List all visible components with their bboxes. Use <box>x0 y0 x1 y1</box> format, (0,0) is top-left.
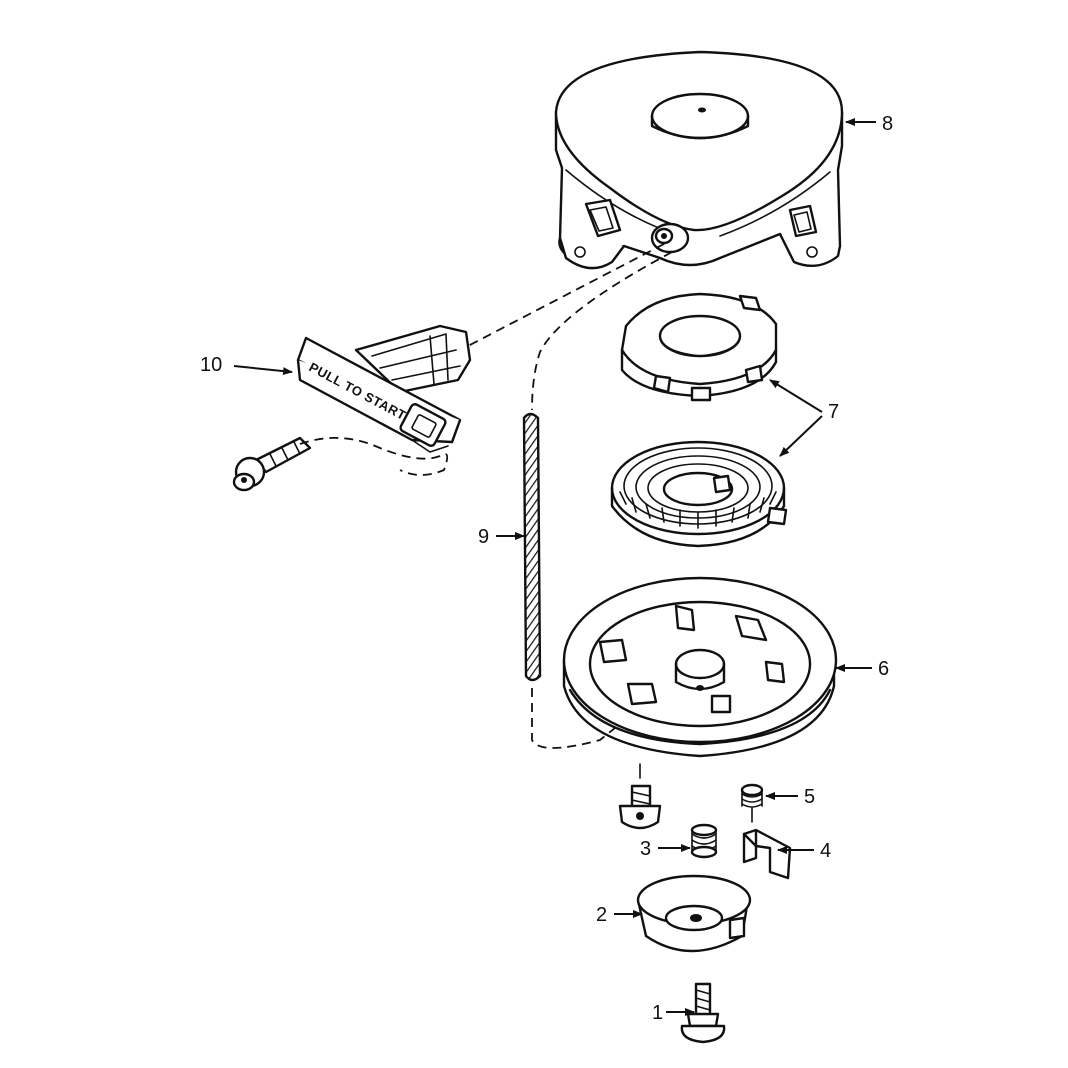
callout-6: 6 <box>835 658 889 680</box>
starter-rope <box>522 412 542 682</box>
callout-label-3: 3 <box>640 838 651 860</box>
starter-housing <box>554 50 844 270</box>
callout-10: 10 <box>200 354 293 376</box>
callout-label-8: 8 <box>882 113 893 135</box>
callout-4: 4 <box>777 840 831 862</box>
callout-label-9: 9 <box>478 526 489 548</box>
pulley-screw <box>680 982 726 1044</box>
spring-and-plate <box>610 292 788 548</box>
callout-label-5: 5 <box>804 786 815 808</box>
callout-label-4: 4 <box>820 840 831 862</box>
callout-1: 1 <box>652 1002 695 1024</box>
callout-2: 2 <box>596 904 643 926</box>
callout-5: 5 <box>765 786 815 808</box>
rope-pulley <box>562 576 838 758</box>
callout-label-2: 2 <box>596 904 607 926</box>
starter-handle: PULL TO START <box>232 324 472 492</box>
pawl-retainer <box>636 874 752 953</box>
callout-label-7: 7 <box>828 401 839 423</box>
pawl-retainer-screw <box>618 763 662 830</box>
callout-8: 8 <box>845 113 893 135</box>
rope-route-lines <box>299 243 673 749</box>
callout-label-1: 1 <box>652 1002 663 1024</box>
callout-3: 3 <box>640 838 691 860</box>
callout-9: 9 <box>478 526 525 548</box>
pawl <box>742 828 792 880</box>
callout-7: 7 <box>769 379 839 457</box>
callout-label-10: 10 <box>200 354 222 376</box>
callout-label-6: 6 <box>878 658 889 680</box>
pawl-spring <box>690 823 718 859</box>
pawl-spring-small <box>740 783 764 823</box>
